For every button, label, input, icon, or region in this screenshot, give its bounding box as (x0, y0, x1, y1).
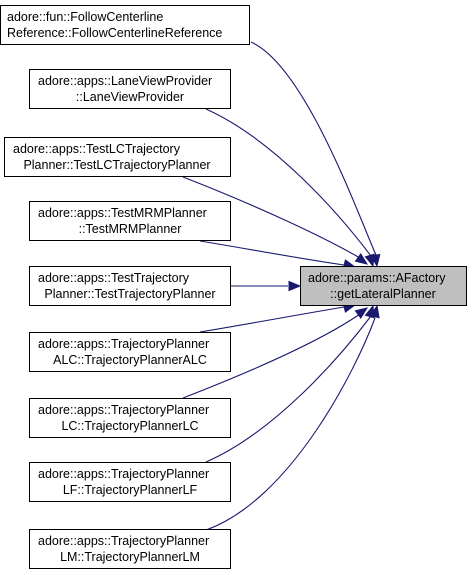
node-label-line2: LF::TrajectoryPlannerLF (63, 483, 198, 497)
node-label-line1: adore::apps::TestTrajectory (38, 271, 190, 285)
node-label-line2: Planner::TestLCTrajectoryPlanner (23, 158, 210, 172)
node-label-line1: adore::apps::TrajectoryPlanner (38, 403, 209, 417)
caller-node-follow-centerline-reference[interactable]: adore::fun::FollowCenterline Reference::… (0, 5, 250, 45)
node-label-line2: ::LaneViewProvider (76, 90, 184, 104)
arrowhead-2 (364, 253, 375, 268)
arrowhead-5 (288, 280, 302, 292)
node-label-line2: Planner::TestTrajectoryPlanner (44, 287, 215, 301)
edge-7 (182, 313, 361, 399)
node-label-line2: Reference::FollowCenterlineReference (7, 26, 222, 40)
target-node-get-lateral-planner[interactable]: adore::params::AFactory ::getLateralPlan… (300, 266, 467, 306)
edge-9 (205, 317, 376, 531)
caller-node-test-trajectory-planner[interactable]: adore::apps::TestTrajectory Planner::Tes… (29, 266, 231, 306)
node-label-line1: adore::fun::FollowCenterline (7, 10, 163, 24)
node-label-line1: adore::apps::TestLCTrajectory (13, 142, 181, 156)
caller-node-trajectory-planner-alc[interactable]: adore::apps::TrajectoryPlanner ALC::Traj… (29, 332, 231, 372)
node-label-line1: adore::apps::TrajectoryPlanner (38, 467, 209, 481)
edge-4 (199, 240, 345, 266)
arrowhead-7 (354, 307, 369, 320)
arrowhead-3 (354, 252, 369, 265)
node-box (29, 529, 231, 569)
node-label-line1: adore::apps::TrajectoryPlanner (38, 337, 209, 351)
arrowhead-9 (369, 304, 380, 319)
node-box (4, 137, 231, 177)
caller-node-lane-view-provider[interactable]: adore::apps::LaneViewProvider ::LaneView… (29, 69, 231, 109)
node-box (0, 5, 250, 45)
caller-node-test-mrm-planner[interactable]: adore::apps::TestMRMPlanner ::TestMRMPla… (29, 201, 231, 241)
node-box (29, 201, 231, 241)
node-label-line2: LM::TrajectoryPlannerLM (60, 550, 200, 564)
edges-layer (182, 41, 381, 531)
caller-node-trajectory-planner-lc[interactable]: adore::apps::TrajectoryPlanner LC::Traje… (29, 398, 231, 438)
edge-1 (250, 41, 377, 256)
node-box (29, 398, 231, 438)
node-label-line2: ALC::TrajectoryPlannerALC (53, 353, 207, 367)
node-label-line2: ::TestMRMPlanner (79, 222, 182, 236)
edge-3 (182, 176, 361, 259)
caller-node-trajectory-planner-lf[interactable]: adore::apps::TrajectoryPlanner LF::Traje… (29, 462, 231, 502)
target-label-line2: ::getLateralPlanner (330, 287, 436, 301)
node-label-line1: adore::apps::LaneViewProvider (38, 74, 212, 88)
edge-6 (199, 306, 345, 333)
node-label-line1: adore::apps::TrajectoryPlanner (38, 534, 209, 548)
target-node-box (300, 266, 467, 306)
caller-node-test-lc-trajectory-planner[interactable]: adore::apps::TestLCTrajectory Planner::T… (4, 137, 231, 177)
target-label-line1: adore::params::AFactory (308, 271, 446, 285)
node-box (29, 266, 231, 306)
node-box (29, 69, 231, 109)
node-label-line2: LC::TrajectoryPlannerLC (61, 419, 198, 433)
node-box (29, 332, 231, 372)
caller-node-trajectory-planner-lm[interactable]: adore::apps::TrajectoryPlanner LM::Traje… (29, 529, 231, 569)
edge-2 (205, 108, 372, 257)
node-box (29, 462, 231, 502)
edge-8 (205, 315, 372, 463)
node-label-line1: adore::apps::TestMRMPlanner (38, 206, 207, 220)
